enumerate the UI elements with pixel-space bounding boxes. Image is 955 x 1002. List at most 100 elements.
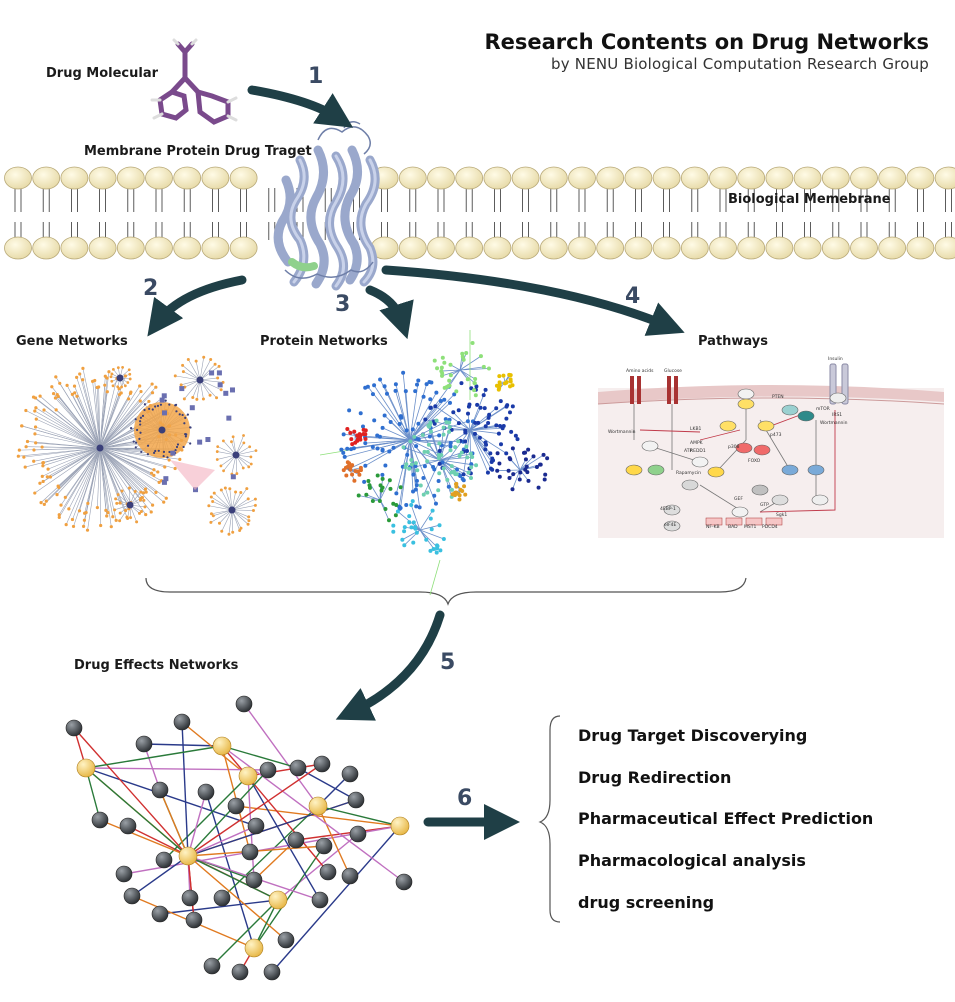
effect-hub-node xyxy=(390,816,410,836)
protein-node xyxy=(421,476,426,481)
lipid-head xyxy=(906,236,935,260)
protein-edge xyxy=(393,439,411,449)
lipid-head xyxy=(680,166,709,190)
protein-node xyxy=(407,466,412,471)
gene-square xyxy=(209,370,215,376)
effect-edge xyxy=(271,825,401,973)
effect-edge xyxy=(99,819,189,857)
gene-node xyxy=(39,501,43,505)
protein-node xyxy=(393,382,398,387)
effect-node xyxy=(185,911,203,929)
lipid-head xyxy=(427,236,455,260)
gene-node xyxy=(154,405,157,408)
protein-edge xyxy=(382,427,411,441)
pathway-node xyxy=(753,444,771,456)
protein-node xyxy=(410,499,415,504)
protein-edge xyxy=(512,448,521,471)
protein-node xyxy=(361,424,366,429)
protein-node xyxy=(428,548,433,553)
protein-node xyxy=(378,377,383,382)
protein-node xyxy=(494,383,499,388)
protein-node xyxy=(405,452,410,457)
protein-node xyxy=(517,477,522,482)
protein-node xyxy=(397,421,402,426)
gene-node xyxy=(132,440,135,443)
gene-edge xyxy=(99,447,146,515)
lipid-head xyxy=(455,166,484,190)
gene-edge xyxy=(231,509,240,531)
gene-node xyxy=(123,374,128,378)
protein-node xyxy=(448,373,453,378)
protein-node xyxy=(478,354,483,359)
protein-node xyxy=(415,468,420,473)
lipid-head xyxy=(568,166,596,190)
gene-node xyxy=(184,416,187,419)
lipid-head xyxy=(878,236,907,260)
lipid-head xyxy=(934,236,955,260)
lipid-head xyxy=(906,166,935,190)
protein-node xyxy=(465,449,470,454)
gene-edge xyxy=(199,379,224,383)
protein-node xyxy=(470,340,475,345)
gene-node xyxy=(166,456,169,459)
protein-node xyxy=(350,472,355,477)
pathway-label: MST1 xyxy=(744,524,756,530)
protein-edge xyxy=(390,421,411,441)
protein-node xyxy=(495,468,500,473)
gene-node xyxy=(23,465,27,469)
gene-edge xyxy=(34,410,101,449)
protein-node xyxy=(347,461,352,466)
protein-node xyxy=(387,449,392,454)
protein-node xyxy=(436,452,441,457)
gene-networks-image xyxy=(16,355,258,536)
effect-edge xyxy=(85,767,269,771)
protein-node xyxy=(355,438,360,443)
protein-node xyxy=(511,472,516,477)
pathway-node xyxy=(681,479,699,491)
protein-node xyxy=(483,447,488,452)
effect-edge xyxy=(187,791,207,857)
protein-node xyxy=(402,525,407,530)
lipid-head xyxy=(539,166,568,190)
lipid-head xyxy=(427,166,455,190)
pathway-label: PDCD4 xyxy=(762,524,778,530)
gene-square xyxy=(161,410,167,416)
gene-edge xyxy=(231,505,256,511)
protein-edge xyxy=(469,429,489,473)
protein-edge xyxy=(358,495,381,501)
lipid-head xyxy=(229,236,258,260)
protein-node xyxy=(461,478,466,483)
gene-edge xyxy=(56,447,101,495)
protein-node xyxy=(383,463,388,468)
protein-node xyxy=(508,373,513,378)
pathway-label: Wortmannin xyxy=(608,429,636,435)
protein-edge xyxy=(365,439,411,444)
gene-node xyxy=(154,490,158,494)
protein-node xyxy=(469,462,474,467)
arrow-3 xyxy=(365,285,414,340)
protein-node xyxy=(455,491,460,496)
protein-node xyxy=(444,420,449,425)
protein-node xyxy=(413,389,418,394)
gene-node xyxy=(143,408,146,412)
gene-node xyxy=(219,464,223,468)
protein-node xyxy=(507,410,512,415)
protein-node xyxy=(437,448,442,453)
gene-node xyxy=(104,508,108,512)
gene-node xyxy=(139,389,143,394)
gene-node xyxy=(44,499,48,503)
effect-node xyxy=(91,811,109,829)
gene-node xyxy=(201,397,205,401)
lipid-head xyxy=(850,236,878,260)
label-drug-effects-networks: Drug Effects Networks xyxy=(74,658,239,673)
effect-edge xyxy=(211,899,279,967)
protein-node xyxy=(370,445,375,450)
gene-node xyxy=(142,498,146,502)
gene-node xyxy=(123,384,127,388)
protein-node xyxy=(424,382,429,387)
gene-node xyxy=(222,439,225,443)
protein-node xyxy=(350,442,355,447)
gene-node xyxy=(128,377,132,381)
gene-node xyxy=(159,403,163,406)
pathway-target-box xyxy=(745,517,763,526)
